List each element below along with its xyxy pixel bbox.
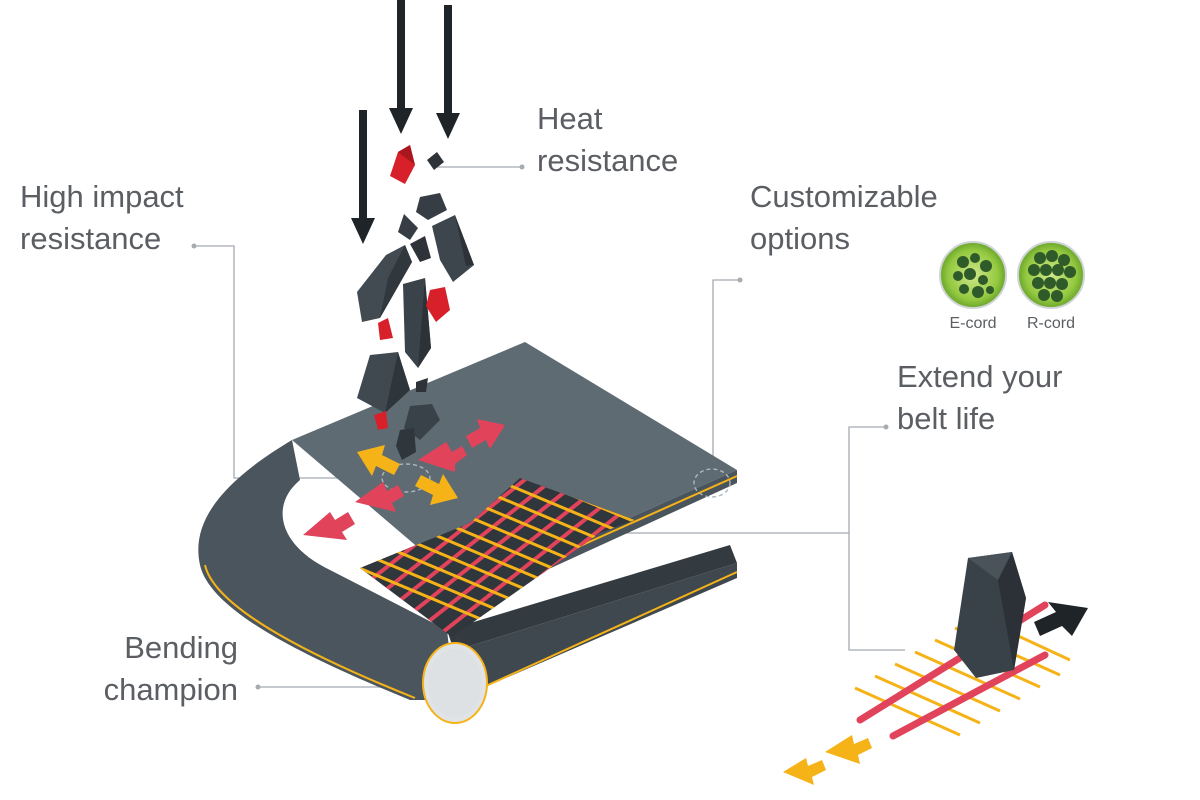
label-line: resistance	[20, 221, 162, 256]
label-line: champion	[103, 672, 238, 707]
falling-arrows	[351, 0, 460, 244]
rocks	[357, 145, 474, 460]
label-line: resistance	[537, 143, 679, 178]
belt-top-surface	[292, 342, 737, 590]
belt-lower-surface	[447, 545, 737, 651]
leader-dots	[191, 164, 889, 690]
label-line: options	[750, 221, 850, 256]
impact-arrows	[357, 445, 458, 505]
leader-lines	[194, 166, 905, 688]
label-line: Extend your	[897, 359, 1063, 394]
bending-label: Bending champion	[60, 627, 238, 711]
r-cord-label: R-cord	[1026, 315, 1075, 332]
extend-life-label: Extend your belt life	[897, 356, 1062, 440]
label-line: belt life	[897, 401, 996, 436]
belt-curve	[198, 440, 455, 700]
high-impact-label: High impact resistance	[20, 176, 184, 260]
belt-life-illustration	[783, 552, 1088, 785]
cord-samples	[939, 241, 1085, 309]
tension-arrows	[303, 419, 505, 540]
label-line: Customizable	[750, 179, 938, 214]
custom-marker	[693, 468, 731, 498]
label-line: Bending	[124, 630, 238, 665]
label-line: High impact	[20, 179, 184, 214]
heat-resistance-label: Heat resistance	[537, 98, 678, 182]
customizable-label: Customizable options	[750, 176, 938, 260]
e-cord-label: E-cord	[949, 315, 997, 332]
impact-marker	[381, 463, 431, 493]
label-line: Heat	[537, 101, 603, 136]
